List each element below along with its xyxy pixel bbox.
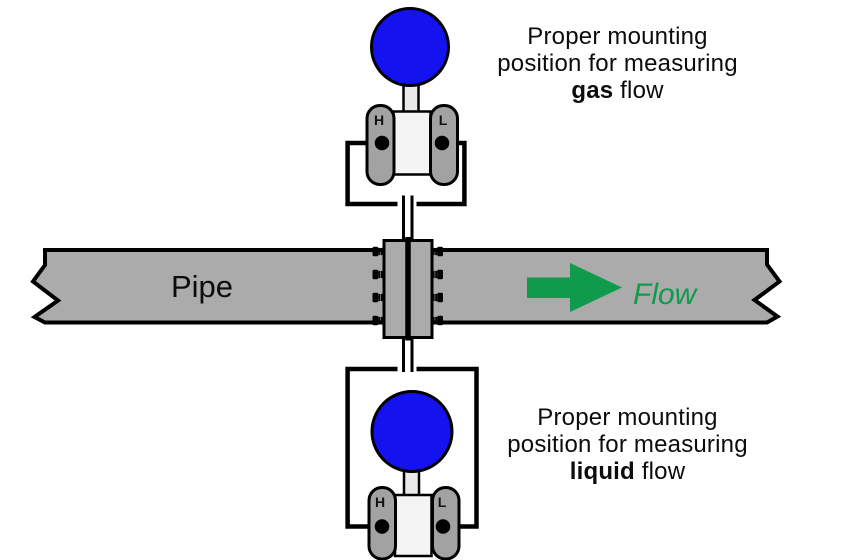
transmitter-bottom-body bbox=[393, 493, 433, 558]
caption-liquid-line1: Proper mounting bbox=[537, 404, 718, 431]
flow-arrow-icon bbox=[527, 263, 622, 312]
transmitter-bottom-low-port-dot bbox=[435, 519, 451, 534]
impulse-tubing-bottom-high bbox=[345, 366, 398, 529]
impulse-tap-bottom bbox=[402, 336, 414, 372]
transmitter-bottom-high-port-label: H bbox=[374, 494, 386, 510]
caption-liquid-bold-word: liquid bbox=[569, 458, 635, 485]
caption-liquid-line3-rest: flow bbox=[634, 458, 686, 485]
caption-liquid-line2: position for measuring bbox=[507, 431, 748, 458]
caption-gas-line1: Proper mounting bbox=[527, 23, 708, 50]
impulse-tap-top bbox=[402, 195, 414, 242]
caption-gas-line2: position for measuring bbox=[497, 50, 738, 77]
caption-gas-line3-rest: flow bbox=[613, 77, 664, 104]
caption-gas-line3: gas flow bbox=[475, 77, 760, 104]
transmitter-bottom bbox=[367, 390, 461, 560]
transmitter-top-stem bbox=[402, 81, 420, 116]
transmitter-top-high-port-label: H bbox=[373, 112, 385, 128]
transmitter-bottom-high-port-dot bbox=[374, 519, 390, 534]
caption-gas-mounting: Proper mounting position for measuring g… bbox=[475, 23, 760, 104]
transmitter-bottom-low-port-label: L bbox=[437, 494, 447, 510]
flow-label: Flow bbox=[633, 278, 697, 311]
transmitter-top bbox=[365, 7, 459, 186]
transmitter-top-sphere bbox=[370, 7, 450, 87]
caption-liquid-mounting: Proper mounting position for measuring l… bbox=[485, 404, 770, 485]
pipe-label: Pipe bbox=[170, 269, 234, 304]
transmitter-top-body bbox=[392, 110, 432, 176]
transmitter-top-low-port-label: L bbox=[438, 112, 448, 128]
impulse-tubing-top-high bbox=[345, 140, 398, 207]
transmitter-top-low-port-dot bbox=[434, 135, 450, 151]
transmitter-top-high-port-dot bbox=[374, 135, 390, 151]
caption-gas-bold-word: gas bbox=[571, 77, 614, 104]
caption-liquid-line3: liquid flow bbox=[485, 458, 770, 485]
transmitter-bottom-sphere bbox=[370, 390, 454, 473]
